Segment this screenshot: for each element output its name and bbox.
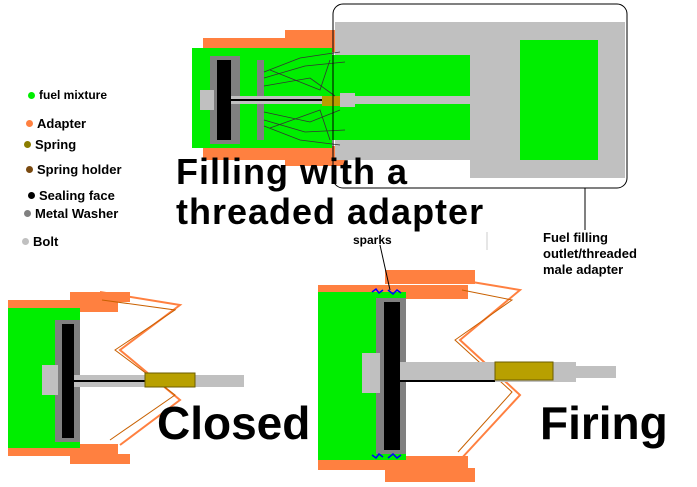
sparks-leader: [379, 244, 391, 291]
legend-dot-metal-washer: [24, 210, 31, 217]
title-line-2: threaded adapter: [176, 191, 485, 232]
firing-adapter-upper-step: [385, 270, 475, 284]
title-line-1: Filling with a: [176, 151, 408, 192]
callout-label-line-1: Fuel filling: [543, 230, 608, 245]
callout-label: Fuel filling outlet/threaded male adapte…: [543, 230, 637, 278]
closed-label: Closed: [157, 397, 311, 449]
legend-dot-spring-holder: [26, 166, 33, 173]
firing-seal: [384, 302, 400, 450]
top-bolt-tip: [340, 93, 355, 107]
legend-label-sealing-face: Sealing face: [39, 188, 115, 203]
top-sealing-face: [217, 60, 231, 140]
closed-seal: [62, 324, 74, 438]
legend-dot-fuel: [28, 91, 35, 99]
legend-dot-spring: [24, 141, 31, 148]
legend-label-fuel: fuel mixture: [39, 88, 108, 102]
closed-adapter-lower-step: [70, 454, 130, 464]
legend-item-metal-washer: Metal Washer: [24, 206, 118, 221]
top-bolt-head: [200, 90, 214, 110]
firing-bolt-tip: [576, 366, 616, 378]
firing-adapter-flange: [458, 279, 523, 461]
top-adapter-upper-step: [285, 30, 345, 40]
legend-label-bolt: Bolt: [33, 234, 59, 249]
closed-adapter-upper-step: [70, 292, 130, 302]
firing-label: Firing: [540, 397, 668, 449]
top-adapter-lower-step: [285, 156, 345, 166]
legend-item-bolt: Bolt: [22, 234, 58, 249]
closed-assembly: [8, 291, 244, 464]
top-fuel-tank: [520, 40, 598, 160]
legend-item-spring-holder: Spring holder: [26, 162, 122, 177]
legend-label-metal-washer: Metal Washer: [35, 206, 119, 221]
legend-item-spring: Spring: [24, 137, 76, 152]
legend-item-adapter: Adapter: [26, 116, 86, 131]
closed-spring: [144, 372, 196, 388]
legend-dot-sealing-face: [28, 192, 35, 199]
closed-adapter-flange: [99, 291, 183, 446]
legend-label-spring-holder: Spring holder: [37, 162, 122, 177]
firing-spring: [494, 361, 554, 381]
firing-assembly: [318, 244, 616, 482]
callout-label-line-3: male adapter: [543, 262, 624, 277]
callout-box: [332, 3, 628, 189]
top-spring: [322, 96, 340, 106]
firing-adapter-lower-step: [385, 468, 475, 482]
legend-item-sealing-face: Sealing face: [28, 188, 115, 203]
legend-dot-adapter: [26, 120, 33, 127]
sparks-marks: [371, 287, 402, 460]
legend-dot-bolt: [22, 238, 29, 245]
callout-label-line-2: outlet/threaded: [543, 246, 637, 261]
sparks-label: sparks: [353, 233, 392, 247]
top-assembly: [192, 3, 628, 230]
closed-bolt-head: [42, 365, 58, 395]
firing-bolt-head: [362, 353, 380, 393]
legend-label-adapter: Adapter: [37, 116, 87, 131]
legend-label-spring: Spring: [35, 137, 77, 152]
legend-item-fuel: fuel mixture: [28, 88, 107, 102]
